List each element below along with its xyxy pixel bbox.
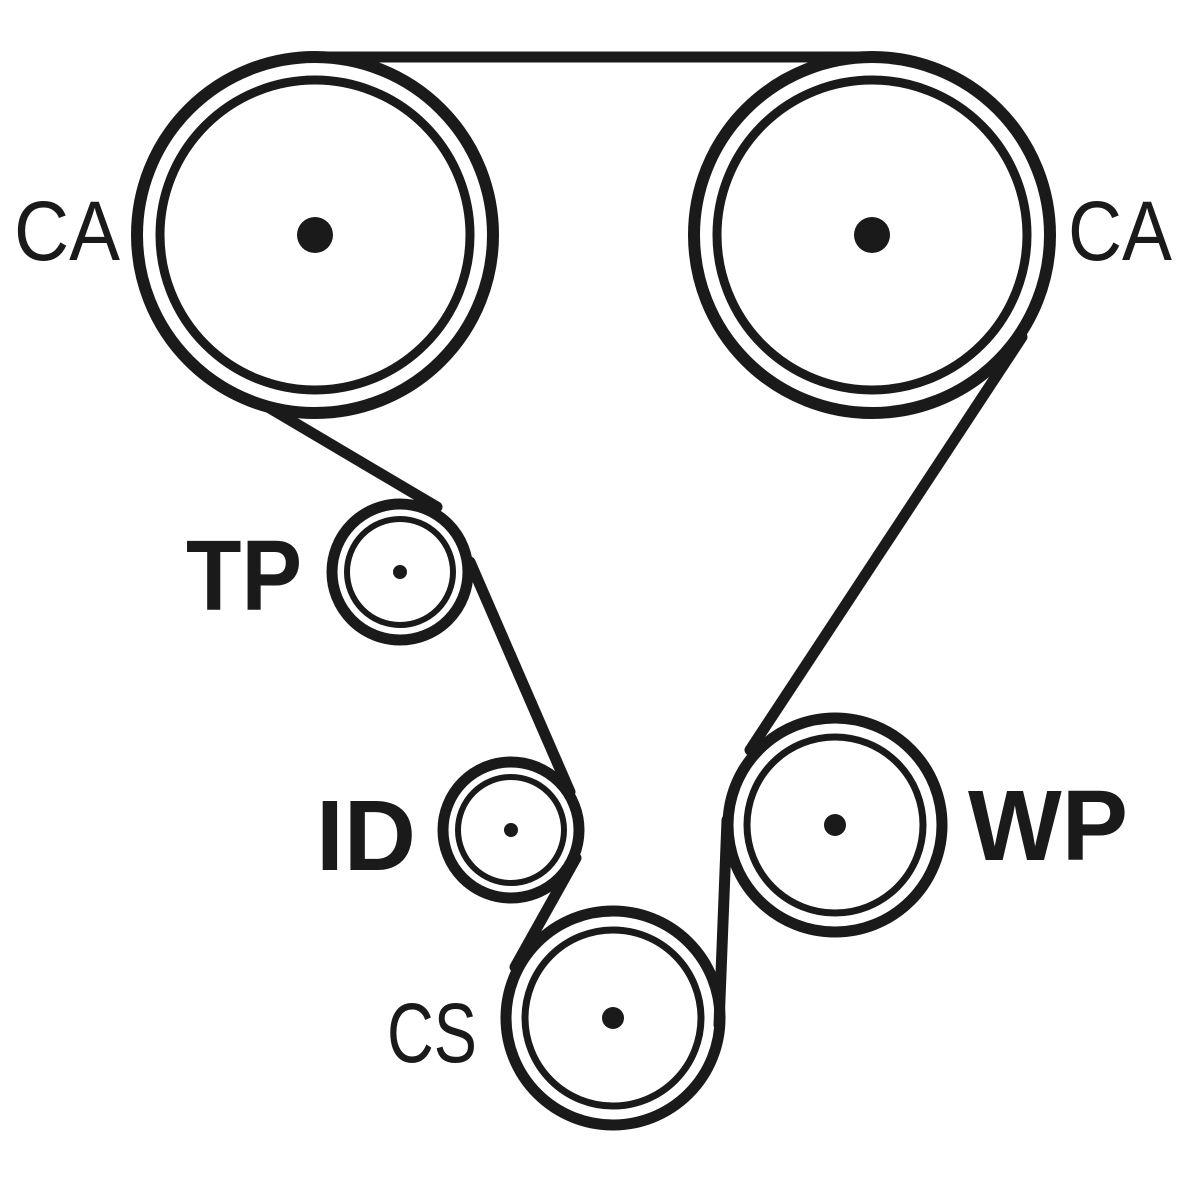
label-cs: CS (387, 986, 477, 1080)
hub-dot (393, 565, 407, 579)
pulley-tp (326, 498, 474, 646)
hub-dot (824, 814, 846, 836)
label-tp: TP (186, 520, 302, 632)
label-id: ID (316, 780, 416, 892)
hub-dot (504, 823, 518, 837)
pulley-id (437, 756, 585, 904)
pulley-wp (722, 712, 948, 938)
hub-dot (602, 1007, 624, 1029)
belt-segment-wp-ca (744, 331, 1028, 756)
pulley-cs (500, 905, 726, 1131)
label-wp: WP (968, 770, 1128, 882)
label-ca-right: CA (1068, 184, 1172, 278)
hub-dot (854, 217, 890, 253)
label-ca-left: CA (14, 184, 120, 278)
pulley-ca-right (688, 51, 1056, 419)
hub-dot (297, 217, 333, 253)
belt-segment-tp-id (464, 556, 576, 798)
belt (262, 51, 1028, 1031)
pulley-ca-left (131, 51, 499, 419)
belt-segment-ca-tp (262, 401, 443, 513)
